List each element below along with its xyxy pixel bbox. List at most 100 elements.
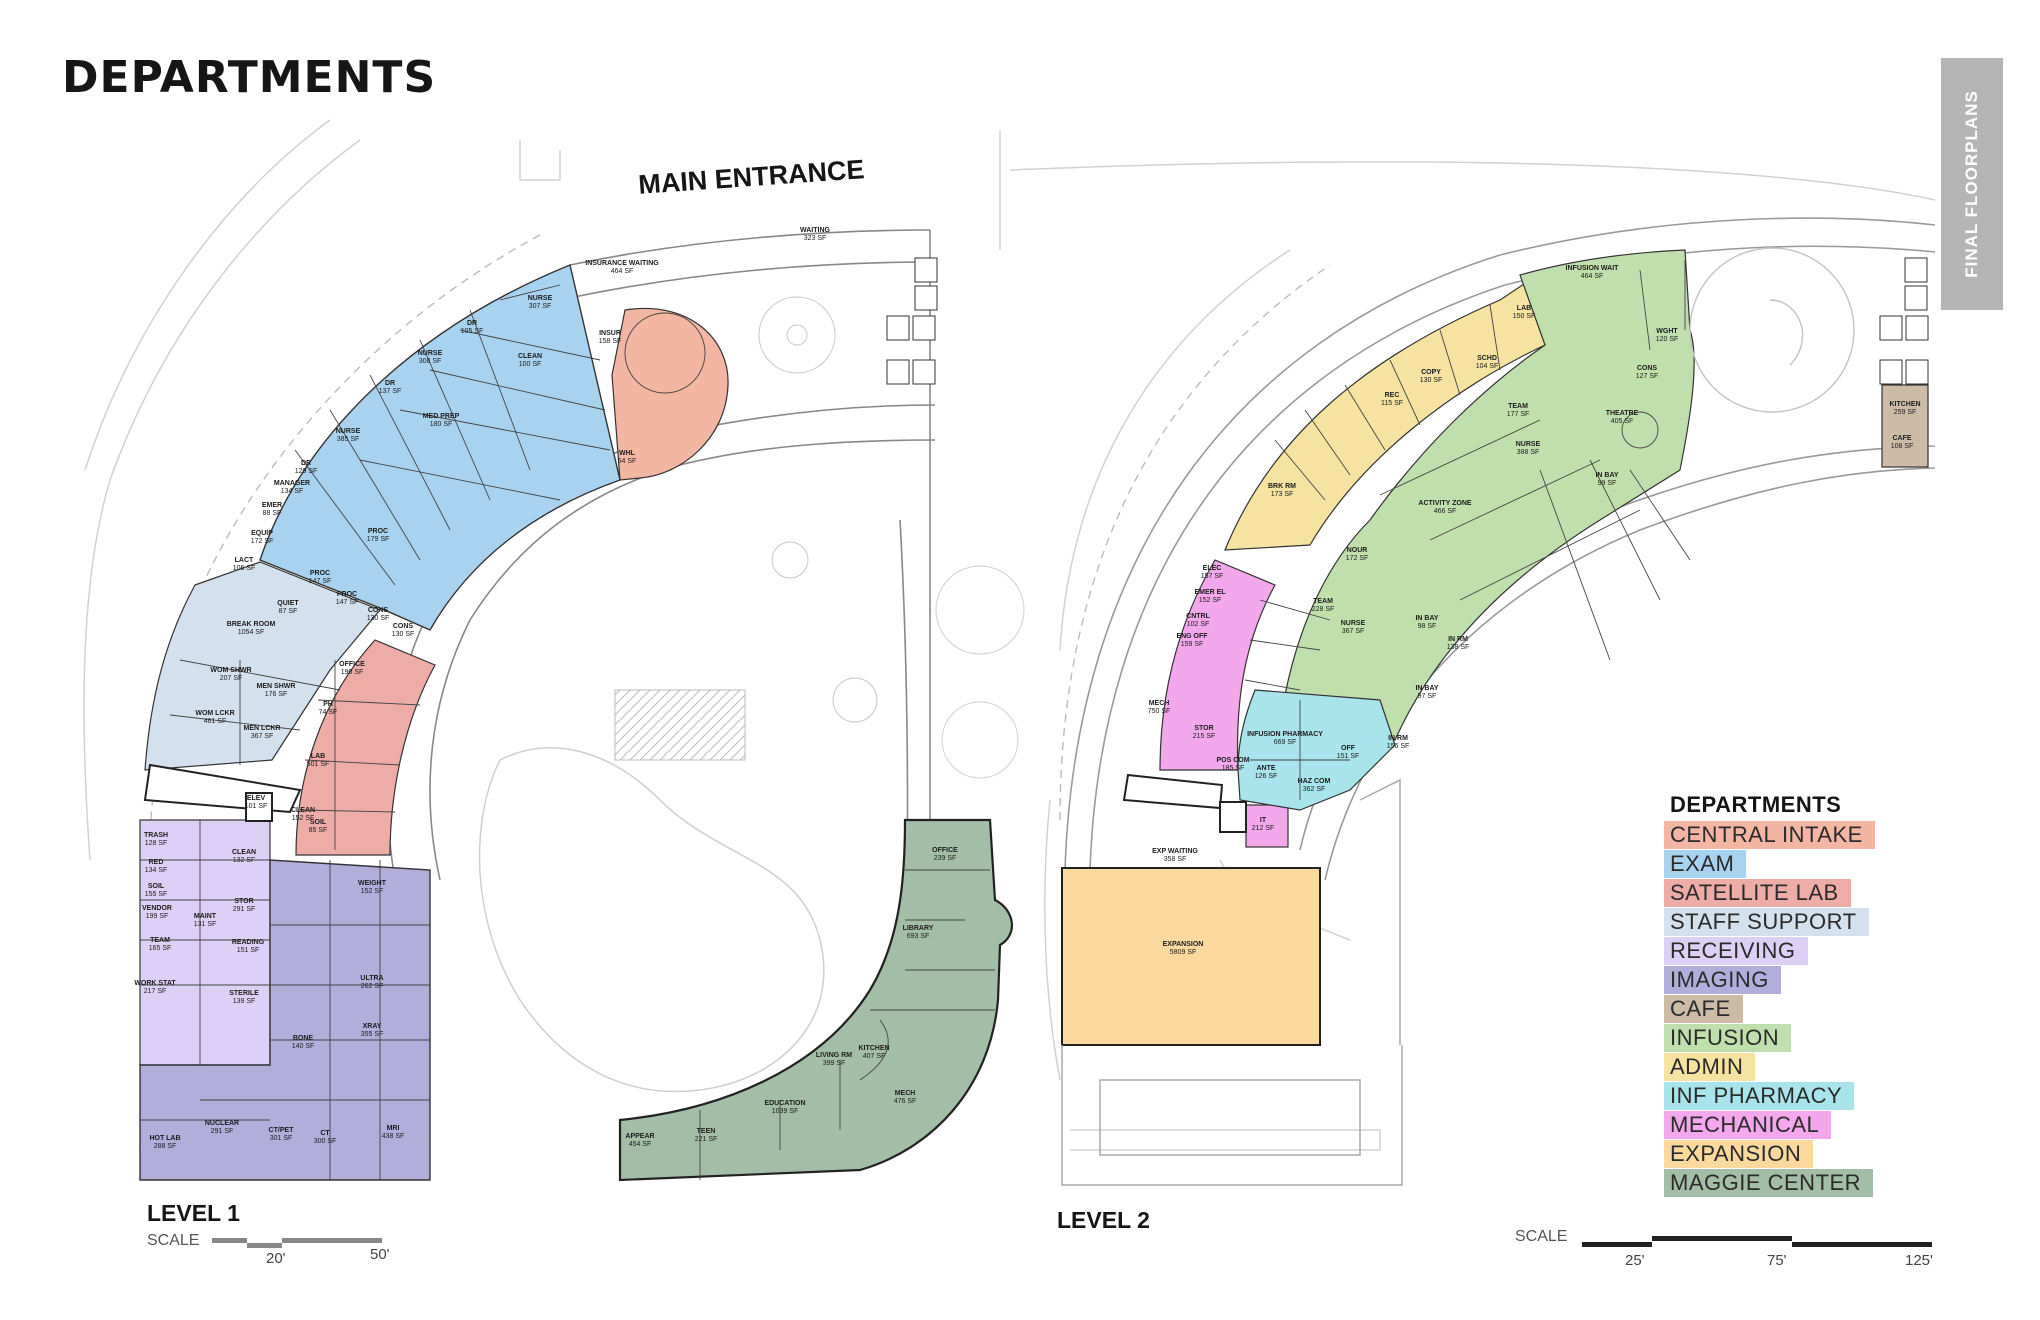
room-area: 355 SF — [361, 1031, 384, 1038]
legend-item-label: EXAM — [1664, 850, 1747, 878]
room-area: 291 SF — [211, 1128, 234, 1135]
room-name: PROC — [310, 570, 330, 577]
room-name: ENG OFF — [1176, 633, 1208, 640]
level1-central-intake-zone[interactable] — [611, 307, 729, 481]
room-area: 165 SF — [149, 945, 172, 952]
room-area: 152 SF — [361, 888, 384, 895]
main-entrance-label: MAIN ENTRANCE — [637, 154, 865, 200]
room-area: 85 SF — [309, 827, 328, 834]
room-area: 130 SF — [392, 631, 415, 638]
room-name: TEAM — [1508, 403, 1528, 410]
level1-exam-zone[interactable] — [259, 264, 621, 631]
room-area: 54 SF — [618, 458, 637, 465]
room-area: 407 SF — [863, 1053, 886, 1060]
room-name: IN BAY — [1415, 615, 1438, 622]
room-name: ULTRA — [360, 975, 383, 982]
level2-inf-pharmacy-zone[interactable] — [1237, 689, 1396, 811]
room-area: 172 SF — [251, 538, 274, 545]
room-area: 358 SF — [1164, 856, 1187, 863]
level2-cafe-zone[interactable] — [1881, 384, 1929, 468]
legend-item-label: EXPANSION — [1664, 1140, 1814, 1168]
room-area: 129 SF — [295, 468, 318, 475]
room-area: 476 SF — [894, 1098, 917, 1105]
room-name: IN RM — [1388, 735, 1408, 742]
room-area: 132 SF — [233, 857, 256, 864]
room-name: REC — [1385, 392, 1400, 399]
level1-maggie-center-zone[interactable] — [618, 818, 1013, 1182]
level1-receiving-zone[interactable] — [139, 819, 271, 1066]
room-area: 669 SF — [1274, 739, 1297, 746]
room-area: 176 SF — [265, 691, 288, 698]
room-name: MECH — [1149, 700, 1170, 707]
room-area: 87 SF — [279, 608, 298, 615]
room-area: 156 SF — [1387, 743, 1410, 750]
room-name: DR — [467, 320, 477, 327]
room-name: LIVING RM — [816, 1052, 852, 1059]
room-area: 127 SF — [1636, 373, 1659, 380]
room-area: 179 SF — [367, 536, 390, 543]
room-name: CONS — [368, 607, 389, 614]
level2-admin-zone[interactable] — [1224, 279, 1546, 551]
room-name: TEAM — [1313, 598, 1333, 605]
room-name: WHL — [619, 450, 636, 457]
room-area: 367 SF — [251, 733, 274, 740]
level2-expansion-zone[interactable] — [1061, 867, 1321, 1046]
room-name: DR — [385, 380, 395, 387]
level1-satellite-lab-zone[interactable] — [295, 639, 436, 856]
room-area: 147 SF — [336, 599, 359, 606]
level2-scale-bar — [1582, 1236, 1932, 1247]
room-name: INFUSION PHARMACY — [1247, 731, 1323, 738]
level1-scale-label: SCALE — [147, 1232, 200, 1249]
level1-staff-support-zone[interactable] — [144, 561, 381, 771]
room-name: OFF — [1341, 745, 1356, 752]
legend-item-label: RECEIVING — [1664, 937, 1808, 965]
level2-infusion-zone[interactable] — [1284, 249, 1695, 741]
room-area: 466 SF — [1434, 508, 1457, 515]
room-area: 106 SF — [233, 565, 256, 572]
legend-title: DEPARTMENTS — [1670, 792, 1842, 817]
room-area: 180 SF — [430, 421, 453, 428]
level1-scale-bar — [212, 1238, 382, 1248]
room-area: 140 SF — [292, 1043, 315, 1050]
legend-item-admin: ADMIN — [1664, 1053, 1894, 1081]
room-name: OFFICE — [932, 847, 958, 854]
level2-stair-elevator — [1122, 773, 1247, 833]
room-name: HOT LAB — [149, 1135, 180, 1142]
room-area: 108 SF — [1891, 443, 1914, 450]
legend-item-central-intake: CENTRAL INTAKE — [1664, 821, 1894, 849]
room-area: 388 SF — [1517, 449, 1540, 456]
room-name: MANAGER — [274, 480, 310, 487]
room-name: WOM SHWR — [210, 667, 251, 674]
room-area: 138 SF — [1447, 644, 1470, 651]
final-floorplans-tab[interactable]: FINAL FLOORPLANS — [1941, 58, 2003, 310]
room-area: 177 SF — [1507, 411, 1530, 418]
room-name: WOM LCKR — [195, 710, 234, 717]
level2-mechanical-zone[interactable] — [1159, 559, 1276, 771]
room-name: MAINT — [194, 913, 217, 920]
room-area: 1039 SF — [772, 1108, 798, 1115]
room-name: CONS — [1637, 365, 1658, 372]
